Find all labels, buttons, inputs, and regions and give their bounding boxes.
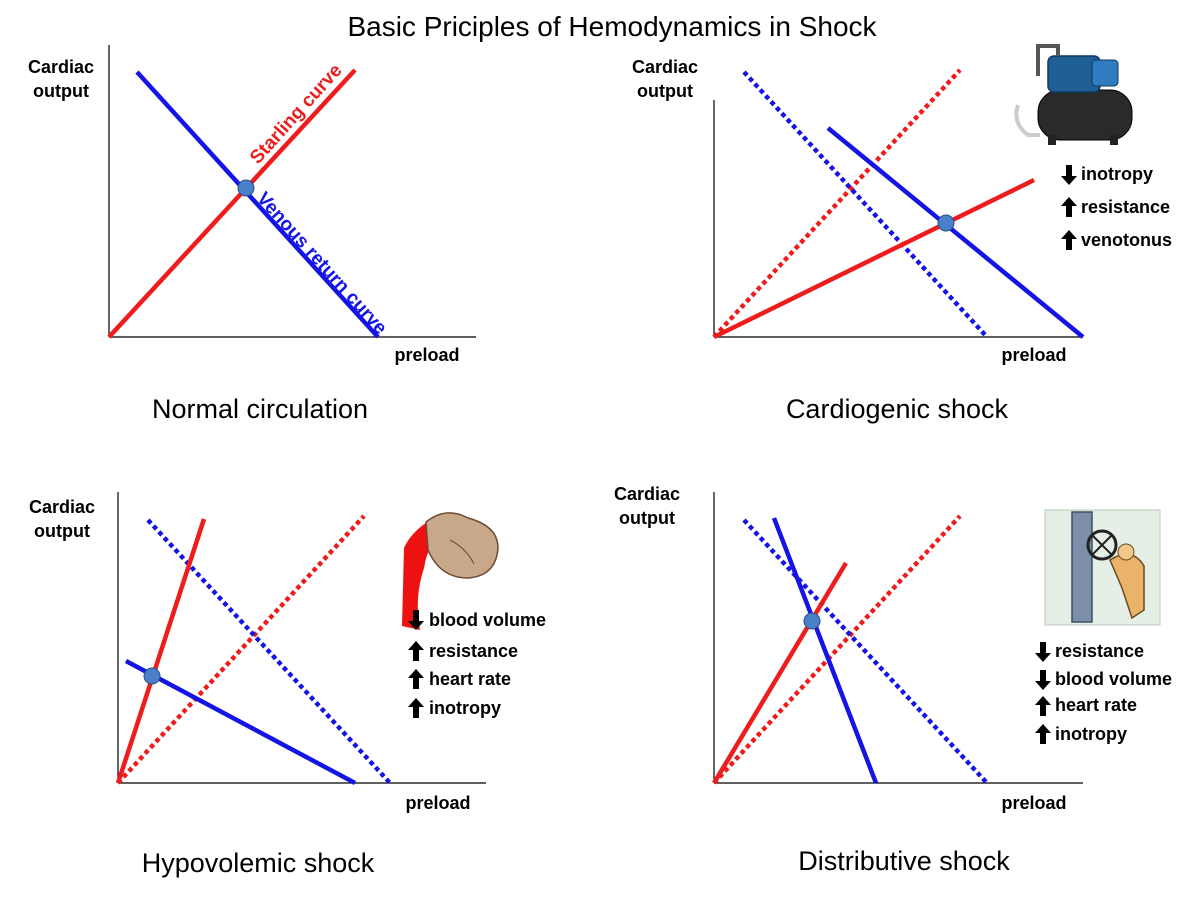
y-axis-label-line2: output (619, 508, 675, 528)
note-text: resistance (1081, 197, 1170, 217)
valve-wheel-icon (1086, 529, 1118, 561)
panel-caption: Distributive shock (798, 846, 1010, 876)
pouring-blood-icon (402, 518, 446, 630)
panel-cardiogenic: Cardiac output preload inotropy resistan… (632, 44, 1172, 424)
y-axis-label-line1: Cardiac (632, 57, 698, 77)
panel-normal: Cardiac output preload Starling curve Ve… (28, 45, 476, 424)
water-pump-illustration (1014, 44, 1133, 145)
pump-tank-icon (1037, 89, 1133, 141)
shifted-starling-curve (712, 561, 848, 785)
normal-venous-curve-dotted (742, 518, 989, 785)
x-axis-label: preload (1001, 793, 1066, 813)
normal-starling-curve-dotted (712, 514, 962, 785)
pump-handle-icon (1014, 104, 1040, 137)
pouring-jug-illustration (402, 512, 499, 630)
cardiogenic-notes: inotropy resistance venotonus (1061, 164, 1172, 250)
x-axis-label: preload (405, 793, 470, 813)
note-text: venotonus (1081, 230, 1172, 250)
note-text: heart rate (1055, 695, 1137, 715)
up-arrow-icon (408, 641, 424, 661)
panel-caption: Normal circulation (152, 394, 368, 424)
normal-starling-curve-dotted (116, 514, 366, 785)
down-arrow-icon (1035, 642, 1051, 662)
depressed-starling-curve (713, 177, 1035, 340)
pipe-icon (1071, 511, 1093, 623)
note-text: inotropy (1081, 164, 1153, 184)
up-arrow-icon (1035, 696, 1051, 716)
panel-caption: Hypovolemic shock (142, 848, 375, 878)
starling-curve-label: Starling curve (246, 60, 346, 168)
jug-icon (425, 512, 499, 579)
up-arrow-icon (1061, 197, 1077, 217)
down-arrow-icon (408, 610, 424, 630)
steep-starling-curve (115, 518, 207, 784)
worker-icon (1109, 553, 1145, 620)
note-text: blood volume (1055, 669, 1172, 689)
up-arrow-icon (1061, 230, 1077, 250)
starling-curve (107, 68, 357, 339)
hypovolemic-notes: blood volume resistance heart rate inotr… (408, 610, 546, 718)
figure-title: Basic Priciples of Hemodynamics in Shock (347, 11, 877, 42)
normal-venous-curve-dotted (146, 518, 392, 785)
venous-return-curve (135, 70, 380, 339)
distributive-notes: resistance blood volume heart rate inotr… (1035, 641, 1172, 744)
equilibrium-point (237, 179, 255, 197)
up-arrow-icon (408, 669, 424, 689)
note-text: resistance (1055, 641, 1144, 661)
y-axis-label-line2: output (33, 81, 89, 101)
y-axis-label-line1: Cardiac (29, 497, 95, 517)
up-arrow-icon (408, 698, 424, 718)
up-arrow-icon (1035, 724, 1051, 744)
note-text: blood volume (429, 610, 546, 630)
note-text: resistance (429, 641, 518, 661)
down-arrow-icon (1061, 165, 1077, 185)
x-axis-label: preload (394, 345, 459, 365)
x-axis-label: preload (1001, 345, 1066, 365)
y-axis-label-line1: Cardiac (614, 484, 680, 504)
down-arrow-icon (1035, 670, 1051, 690)
y-axis-label-line2: output (34, 521, 90, 541)
y-axis-label-line2: output (637, 81, 693, 101)
valve-worker-illustration (1044, 509, 1161, 626)
equilibrium-point (937, 214, 955, 232)
steep-venous-curve (771, 517, 879, 784)
y-axis-label-line1: Cardiac (28, 57, 94, 77)
note-text: heart rate (429, 669, 511, 689)
shifted-venous-curve (826, 126, 1085, 339)
panel-hypovolemic: Cardiac output preload blood volume resi… (29, 492, 546, 878)
note-text: inotropy (1055, 724, 1127, 744)
panel-caption: Cardiogenic shock (786, 394, 1009, 424)
panel-distributive: Cardiac output preload resistance blood … (614, 484, 1172, 876)
equilibrium-point (143, 667, 161, 685)
pump-pipe-icon (1036, 44, 1060, 76)
note-text: inotropy (429, 698, 501, 718)
venous-return-curve-label: Venous return curve (252, 188, 391, 339)
equilibrium-point (803, 612, 821, 630)
shifted-venous-curve (124, 659, 357, 785)
normal-venous-curve-dotted (742, 70, 989, 339)
